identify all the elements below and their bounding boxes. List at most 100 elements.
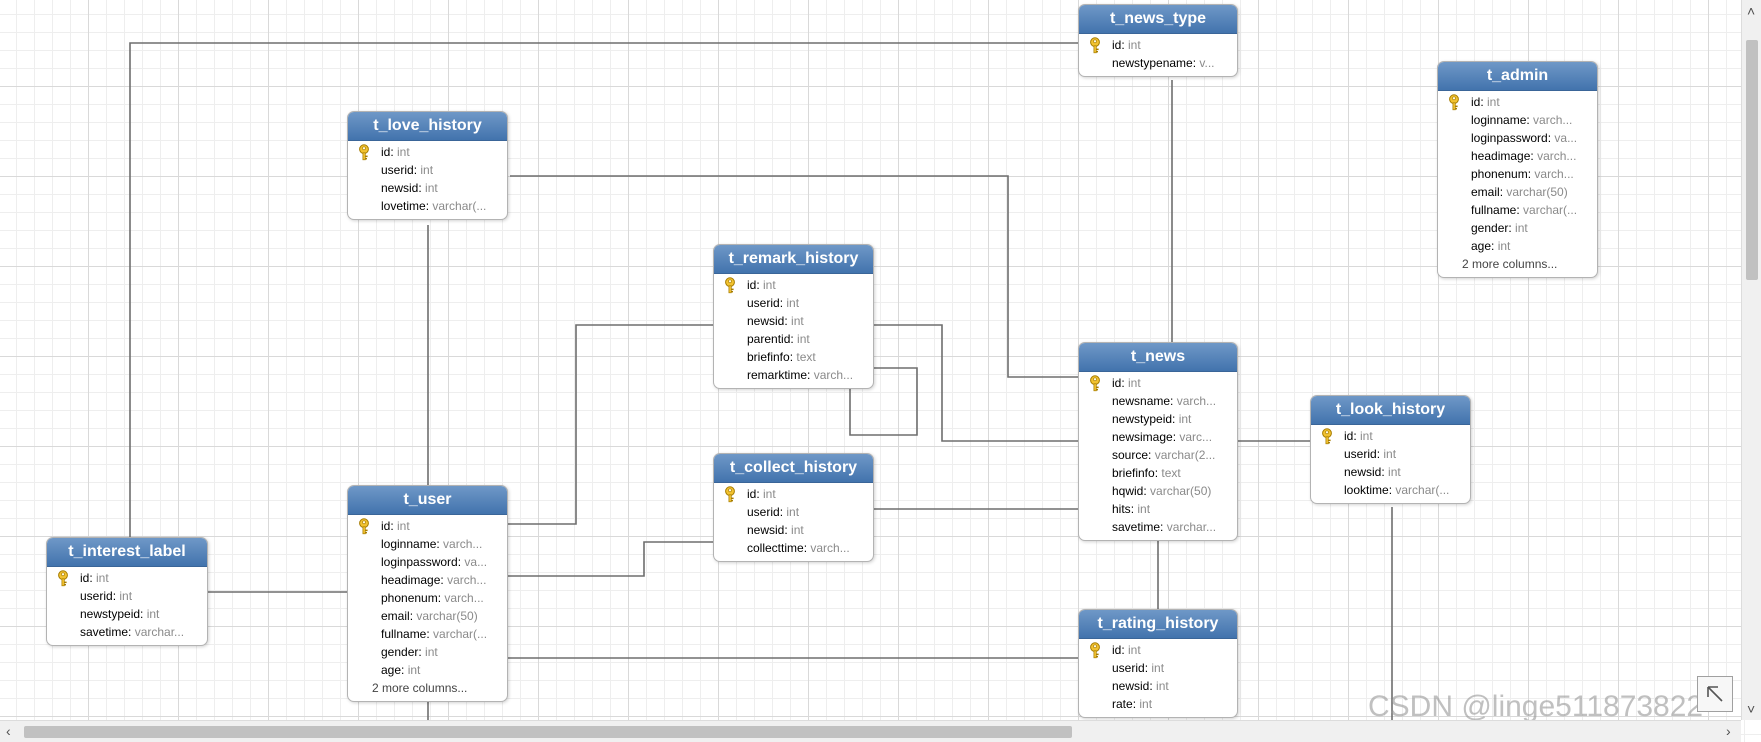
column-type: int: [425, 645, 438, 659]
column-name: headimage: [381, 573, 441, 587]
column-separator: :: [756, 487, 764, 501]
column-row[interactable]: rate: int: [1079, 695, 1237, 713]
column-row[interactable]: id: int: [1311, 427, 1470, 445]
column-row[interactable]: gender: int: [348, 643, 507, 661]
column-row[interactable]: gender: int: [1438, 219, 1597, 237]
column-row[interactable]: userid: int: [714, 503, 873, 521]
column-row[interactable]: newsname: varch...: [1079, 392, 1237, 410]
column-row[interactable]: newsid: int: [1079, 677, 1237, 695]
column-row[interactable]: userid: int: [1311, 445, 1470, 463]
column-row[interactable]: briefinfo: text: [714, 348, 873, 366]
column-type: varchar(50): [1506, 185, 1568, 199]
column-row[interactable]: id: int: [1079, 641, 1237, 659]
column-row[interactable]: remarktime: varch...: [714, 366, 873, 384]
column-row[interactable]: hqwid: varchar(50): [1079, 482, 1237, 500]
column-row[interactable]: newstypename: v...: [1079, 54, 1237, 72]
column-row[interactable]: id: int: [1079, 374, 1237, 392]
column-row[interactable]: userid: int: [348, 161, 507, 179]
column-row[interactable]: id: int: [47, 569, 207, 587]
column-row[interactable]: savetime: varchar...: [1079, 518, 1237, 536]
column-name: newstypeid: [1112, 412, 1173, 426]
column-row[interactable]: newstypeid: int: [47, 605, 207, 623]
column-row[interactable]: email: varchar(50): [348, 607, 507, 625]
column-row[interactable]: headimage: varch...: [1438, 147, 1597, 165]
column-row[interactable]: userid: int: [47, 587, 207, 605]
more-columns-link[interactable]: 2 more columns...: [1462, 257, 1558, 271]
column-type: int: [786, 296, 800, 310]
column-row[interactable]: phonenum: varch...: [1438, 165, 1597, 183]
column-row[interactable]: briefinfo: text: [1079, 464, 1237, 482]
key-icon: [1088, 375, 1102, 392]
column-row[interactable]: savetime: varchar...: [47, 623, 207, 641]
column-row[interactable]: email: varchar(50): [1438, 183, 1597, 201]
horizontal-scroll-thumb[interactable]: [24, 726, 1072, 738]
column-row[interactable]: loginpassword: va...: [348, 553, 507, 571]
column-type: int: [786, 505, 800, 519]
column-row[interactable]: newsimage: varc...: [1079, 428, 1237, 446]
horizontal-scrollbar[interactable]: ‹ ›: [0, 720, 1741, 742]
column-row[interactable]: fullname: varchar(...: [1438, 201, 1597, 219]
column-row[interactable]: userid: int: [1079, 659, 1237, 677]
column-row[interactable]: loginpassword: va...: [1438, 129, 1597, 147]
column-row[interactable]: newsid: int: [714, 312, 873, 330]
column-name: id: [747, 278, 757, 292]
column-type: int: [420, 163, 434, 177]
more-columns-link[interactable]: 2 more columns...: [372, 681, 468, 695]
column-row[interactable]: age: int: [348, 661, 507, 679]
resize-button[interactable]: [1697, 676, 1733, 712]
column-row[interactable]: loginname: varch...: [348, 535, 507, 553]
arrow-down-icon[interactable]: ˅: [1747, 701, 1756, 717]
column-row[interactable]: newsid: int: [348, 179, 507, 197]
vertical-scrollbar[interactable]: ˄ ˅: [1741, 0, 1761, 720]
column-row[interactable]: age: int: [1438, 237, 1597, 255]
column-type: varch...: [1176, 394, 1217, 408]
column-row[interactable]: parentid: int: [714, 330, 873, 348]
column-row[interactable]: loginname: varch...: [1438, 111, 1597, 129]
column-type: int: [1383, 447, 1397, 461]
column-name: userid: [80, 589, 113, 603]
arrow-left-icon[interactable]: ‹: [6, 723, 11, 739]
column-row[interactable]: collecttime: varch...: [714, 539, 873, 557]
column-type: varchar(2...: [1154, 448, 1216, 462]
column-row[interactable]: id: int: [348, 517, 507, 535]
vertical-scroll-thumb[interactable]: [1746, 40, 1758, 280]
column-row[interactable]: newsid: int: [714, 521, 873, 539]
arrow-right-icon[interactable]: ›: [1726, 723, 1731, 739]
column-row[interactable]: id: int: [348, 143, 507, 161]
column-name: fullname: [381, 627, 427, 641]
column-row[interactable]: newstypeid: int: [1079, 410, 1237, 428]
column-row[interactable]: headimage: varch...: [348, 571, 507, 589]
column-row[interactable]: id: int: [714, 276, 873, 294]
arrow-up-icon[interactable]: ˄: [1747, 3, 1756, 19]
column-row[interactable]: id: int: [1079, 36, 1237, 54]
column-row[interactable]: lovetime: varchar(...: [348, 197, 507, 215]
column-row[interactable]: phonenum: varch...: [348, 589, 507, 607]
column-separator: :: [1121, 376, 1129, 390]
column-type: varch...: [444, 591, 484, 605]
column-row[interactable]: source: varchar(2...: [1079, 446, 1237, 464]
column-row[interactable]: id: int: [714, 485, 873, 503]
column-name: briefinfo: [747, 350, 790, 364]
column-row[interactable]: hits: int: [1079, 500, 1237, 518]
column-row[interactable]: newsid: int: [1311, 463, 1470, 481]
column-row[interactable]: looktime: varchar(...: [1311, 481, 1470, 499]
column-row[interactable]: userid: int: [714, 294, 873, 312]
column-row[interactable]: fullname: varchar(...: [348, 625, 507, 643]
column-name: phonenum: [381, 591, 438, 605]
column-row[interactable]: id: int: [1438, 93, 1597, 111]
column-name: age: [1471, 239, 1492, 253]
